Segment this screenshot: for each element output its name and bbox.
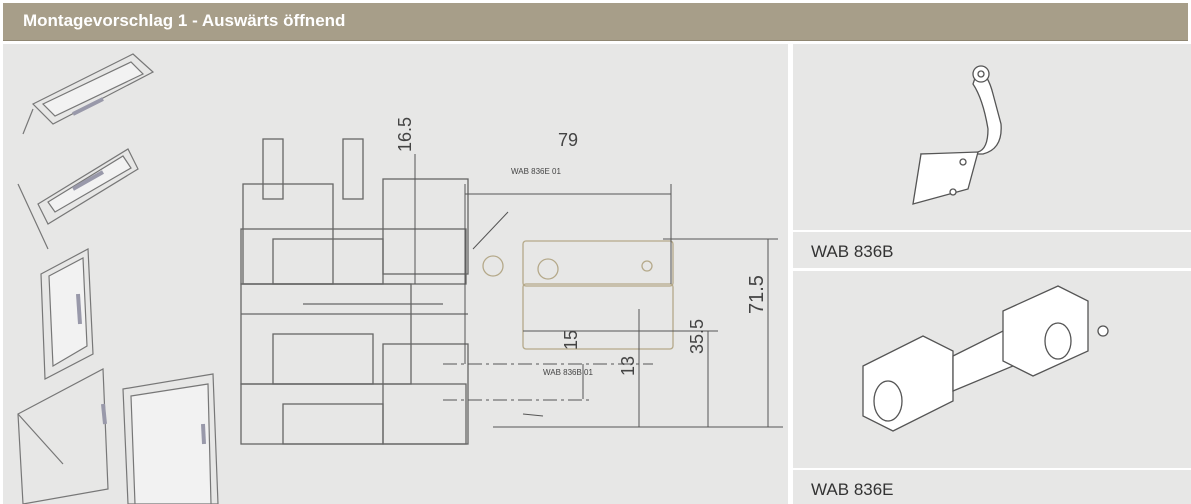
double-window-icon [122, 373, 219, 504]
tilt-turn-window-icon [17, 368, 109, 504]
dim-13: 13 [618, 356, 638, 376]
hinge-outline [482, 240, 674, 350]
top-hung-window-icon [22, 53, 155, 135]
window-type-icons [17, 53, 783, 504]
product-image-wab-836e [793, 271, 1191, 468]
dimension-labels: 79 16.5 71.5 35.5 15 13 WAB 836E 01 WAB … [395, 117, 768, 377]
product-label-wab-836e: WAB 836E [793, 470, 1191, 504]
page-header: Montagevorschlag 1 - Auswärts öffnend [3, 3, 1188, 41]
callout-wab-836e-01: WAB 836E 01 [511, 167, 562, 176]
product-image-wab-836b [793, 44, 1191, 230]
dim-35-5: 35.5 [687, 319, 707, 354]
product-name: WAB 836B [811, 242, 894, 261]
dimension-lines [414, 154, 783, 428]
profile-cross-section [240, 138, 469, 445]
callout-wab-836b-01: WAB 836B 01 [543, 368, 594, 377]
dim-15: 15 [561, 330, 581, 350]
side-hung-window-icon [40, 248, 94, 380]
dim-71-5: 71.5 [746, 275, 768, 314]
product-label-wab-836b: WAB 836B [793, 232, 1191, 268]
bottom-hung-window-icon [17, 148, 139, 250]
bracket-hinge-icon [912, 65, 1002, 205]
product-name: WAB 836E [811, 480, 894, 499]
dim-16-5: 16.5 [395, 117, 415, 152]
section-drawing-panel: 79 16.5 71.5 35.5 15 13 WAB 836E 01 WAB … [3, 44, 788, 504]
page-title: Montagevorschlag 1 - Auswärts öffnend [23, 11, 346, 30]
barrel-hinge-icon [862, 285, 1109, 432]
dim-79: 79 [558, 130, 578, 150]
